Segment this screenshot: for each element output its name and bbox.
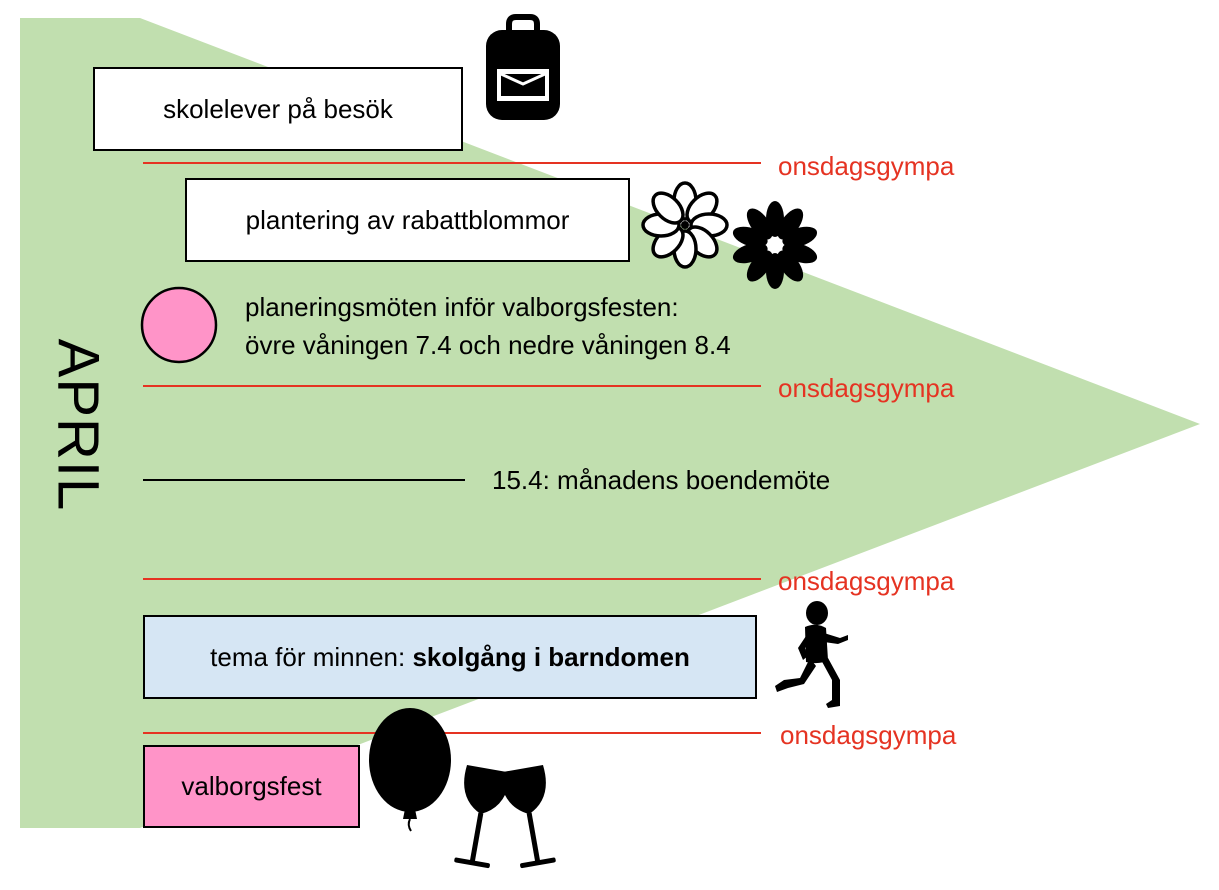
gym-label-1: onsdagsgympa bbox=[778, 151, 955, 181]
running-child-icon bbox=[775, 601, 848, 708]
planning-text-line-1: planeringsmöten inför valborgsfesten: bbox=[245, 292, 679, 322]
event-memory-theme: tema för minnen: skolgång i barndomen bbox=[143, 615, 757, 699]
gym-label-3: onsdagsgympa bbox=[778, 566, 955, 596]
event-planting-label: plantering av rabattblommor bbox=[245, 204, 570, 235]
event-school-visit-label: skolelever på besök bbox=[163, 93, 393, 124]
event-valborg-party-label: valborgsfest bbox=[181, 771, 322, 801]
gym-line-4 bbox=[143, 732, 761, 734]
planning-dot bbox=[140, 286, 218, 364]
meeting-label: 15.4: månadens boendemöte bbox=[492, 465, 831, 495]
event-planting: plantering av rabattblommor bbox=[185, 178, 630, 262]
gym-label-4: onsdagsgympa bbox=[780, 720, 957, 750]
gym-label-2: onsdagsgympa bbox=[778, 373, 955, 403]
toast-glasses-icon bbox=[454, 764, 556, 869]
backpack-icon bbox=[486, 14, 560, 120]
event-school-visit: skolelever på besök bbox=[93, 67, 463, 151]
flower-filled-icon bbox=[732, 201, 818, 289]
memory-theme-prefix: tema för minnen: bbox=[210, 641, 413, 672]
flower-outline-icon bbox=[641, 181, 729, 269]
gym-line-1 bbox=[143, 162, 761, 164]
balloon-icon bbox=[369, 708, 451, 832]
event-valborg-party: valborgsfest bbox=[143, 745, 360, 828]
month-label: APRIL bbox=[45, 338, 111, 512]
gym-line-2 bbox=[143, 385, 761, 387]
meeting-line bbox=[143, 479, 465, 481]
memory-theme-bold: skolgång i barndomen bbox=[412, 641, 690, 672]
planning-text-line-2: övre våningen 7.4 och nedre våningen 8.4 bbox=[245, 330, 731, 360]
gym-line-3 bbox=[143, 578, 761, 580]
